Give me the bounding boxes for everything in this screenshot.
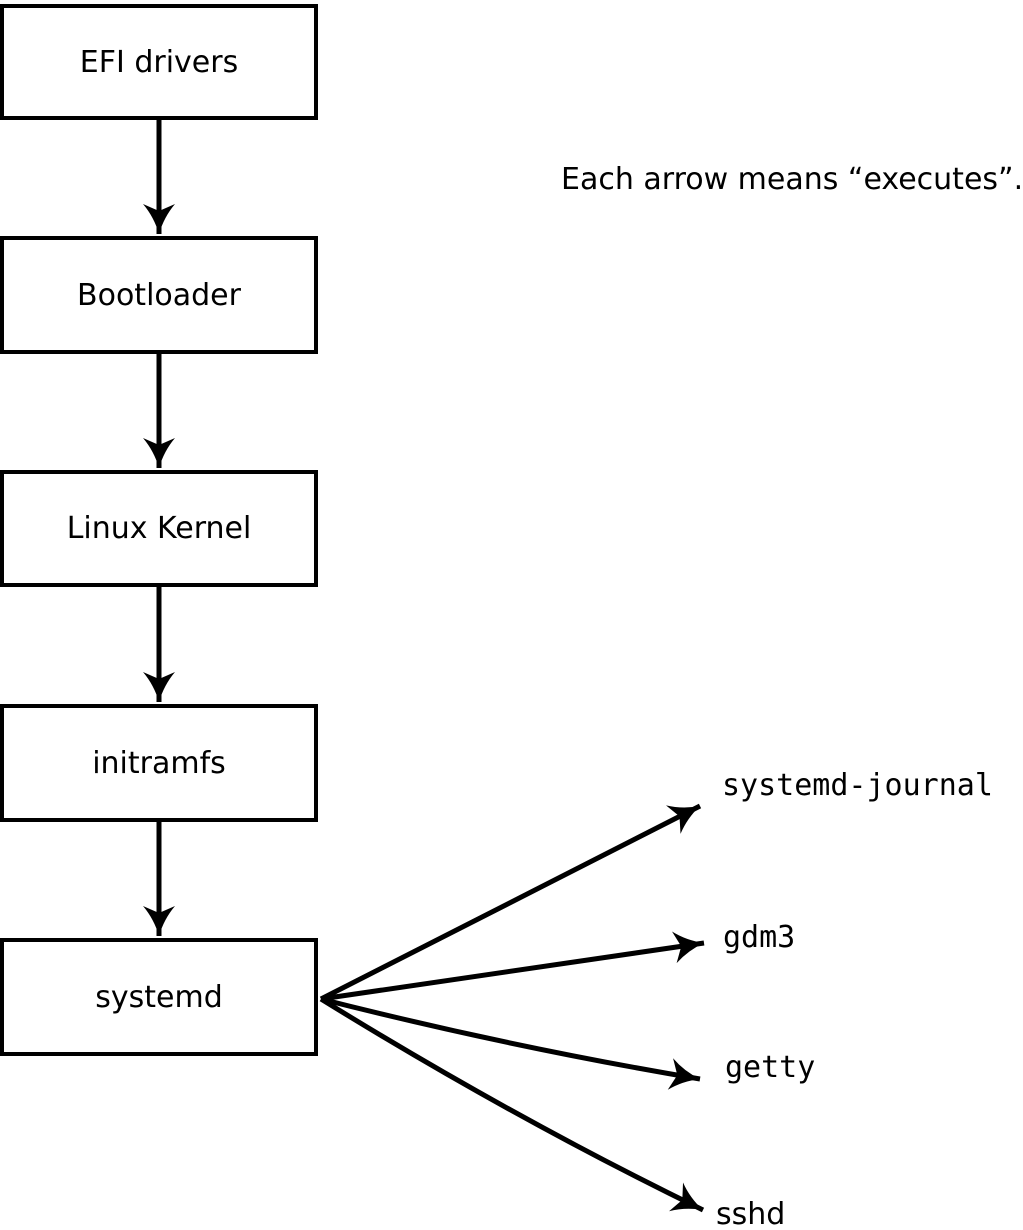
fanout-label-gdm3: gdm3 [723, 920, 796, 955]
node-initramfs: initramfs [0, 704, 318, 822]
arrow-systemd-to-getty [320, 996, 701, 1090]
node-systemd: systemd [0, 938, 318, 1056]
arrow-systemd-to-sshd [319, 996, 705, 1213]
node-bootloader: Bootloader [0, 236, 318, 354]
node-efi-drivers-label: EFI drivers [79, 44, 239, 80]
node-efi-drivers: EFI drivers [0, 4, 318, 120]
node-initramfs-label: initramfs [92, 745, 226, 781]
legend-caption: Each arrow means “executes”. [561, 162, 1023, 197]
node-systemd-label: systemd [95, 979, 223, 1015]
fanout-label-systemd-journal: systemd-journal [722, 768, 993, 803]
node-linux-kernel-label: Linux Kernel [66, 511, 252, 546]
arrow-systemd-to-gdm3 [320, 931, 705, 1002]
fanout-label-sshd: sshd [716, 1197, 786, 1230]
fanout-label-getty: getty [725, 1050, 816, 1085]
node-linux-kernel: Linux Kernel [0, 470, 318, 587]
arrow-systemd-to-systemd-journal [319, 803, 702, 1002]
node-bootloader-label: Bootloader [77, 277, 241, 313]
